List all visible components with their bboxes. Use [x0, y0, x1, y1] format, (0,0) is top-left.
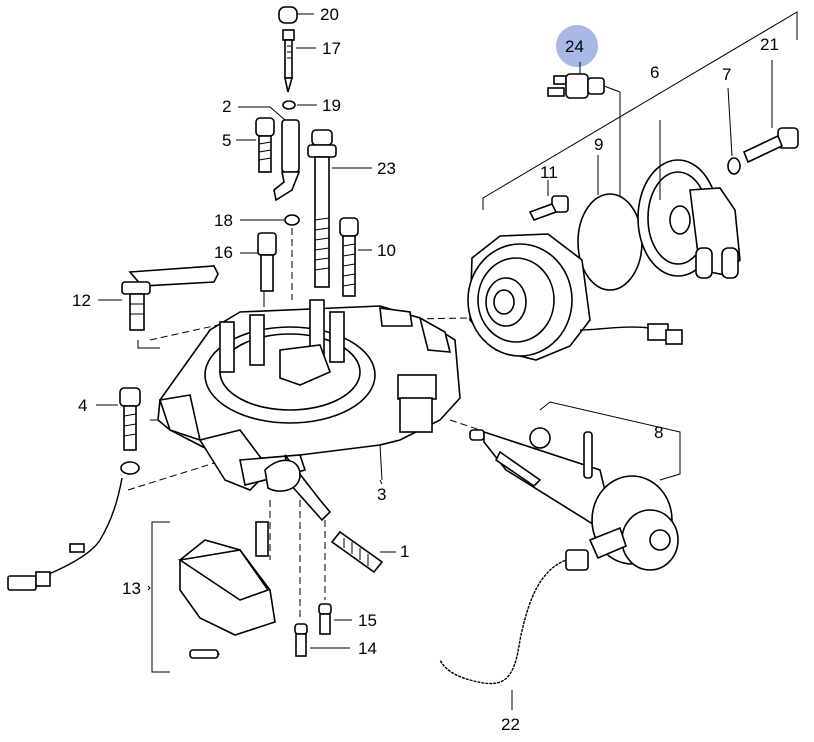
- wire-connector[interactable]: [7, 477, 123, 591]
- bracket-group-6: [482, 11, 798, 210]
- part-1-spring[interactable]: [330, 530, 396, 574]
- callout-24[interactable]: 24: [565, 37, 584, 56]
- part-20-cap[interactable]: [278, 6, 314, 24]
- callout-23[interactable]: 23: [377, 159, 396, 178]
- heater-element-housing[interactable]: [467, 233, 683, 361]
- part-16-jet[interactable]: [240, 232, 277, 300]
- part-8-pulldown-unit[interactable]: [469, 401, 681, 571]
- callout-9[interactable]: 9: [594, 135, 603, 154]
- callout-2[interactable]: 2: [222, 97, 231, 116]
- callout-22[interactable]: 22: [501, 715, 520, 734]
- callout-10[interactable]: 10: [377, 241, 396, 260]
- part-17-needle[interactable]: [282, 29, 316, 93]
- part-5-screw[interactable]: [236, 117, 275, 173]
- callout-5[interactable]: 5: [222, 131, 231, 150]
- callout-20[interactable]: 20: [320, 5, 339, 24]
- part-6-cover[interactable]: [637, 120, 741, 279]
- callout-3[interactable]: 3: [377, 485, 386, 504]
- part-12-lever[interactable]: [98, 265, 219, 349]
- part-9-gasket[interactable]: [577, 155, 643, 291]
- part-3-carburettor-body[interactable]: [157, 299, 461, 522]
- callout-12[interactable]: 12: [72, 291, 91, 310]
- callout-6[interactable]: 6: [650, 63, 659, 82]
- part-2-emulsion-tube[interactable]: [238, 106, 301, 202]
- callout-8[interactable]: 8: [654, 423, 663, 442]
- part-22-vacuum-hose[interactable]: [437, 549, 589, 710]
- callout-21[interactable]: 21: [760, 35, 779, 54]
- part-19-oring[interactable]: [282, 100, 317, 110]
- callout-4[interactable]: 4: [78, 396, 87, 415]
- callout-13[interactable]: 13: [122, 579, 141, 598]
- callout-18[interactable]: 18: [214, 211, 233, 230]
- callout-14[interactable]: 14: [358, 639, 377, 658]
- part-23-pin[interactable]: [307, 129, 372, 288]
- part-14-plug[interactable]: [294, 623, 350, 657]
- callout-1[interactable]: 1: [400, 542, 409, 561]
- part-13-cover[interactable]: [147, 521, 276, 673]
- part-18-ring[interactable]: [240, 214, 300, 226]
- callout-11[interactable]: 11: [540, 163, 558, 182]
- callout-17[interactable]: 17: [322, 39, 341, 58]
- callout-7[interactable]: 7: [722, 65, 731, 84]
- part-10-screw[interactable]: [339, 217, 372, 297]
- part-11-screw[interactable]: [528, 180, 569, 221]
- callout-15[interactable]: 15: [358, 611, 377, 630]
- callout-19[interactable]: 19: [322, 96, 341, 115]
- callout-24-highlight[interactable]: [556, 25, 598, 67]
- part-24-sensor[interactable]: [547, 73, 621, 210]
- part-7-oring[interactable]: [727, 87, 741, 175]
- part-4-bolt[interactable]: [96, 387, 141, 475]
- part-15-plug[interactable]: [318, 603, 352, 635]
- part-21-bolt[interactable]: [742, 60, 799, 164]
- callout-16[interactable]: 16: [214, 243, 233, 262]
